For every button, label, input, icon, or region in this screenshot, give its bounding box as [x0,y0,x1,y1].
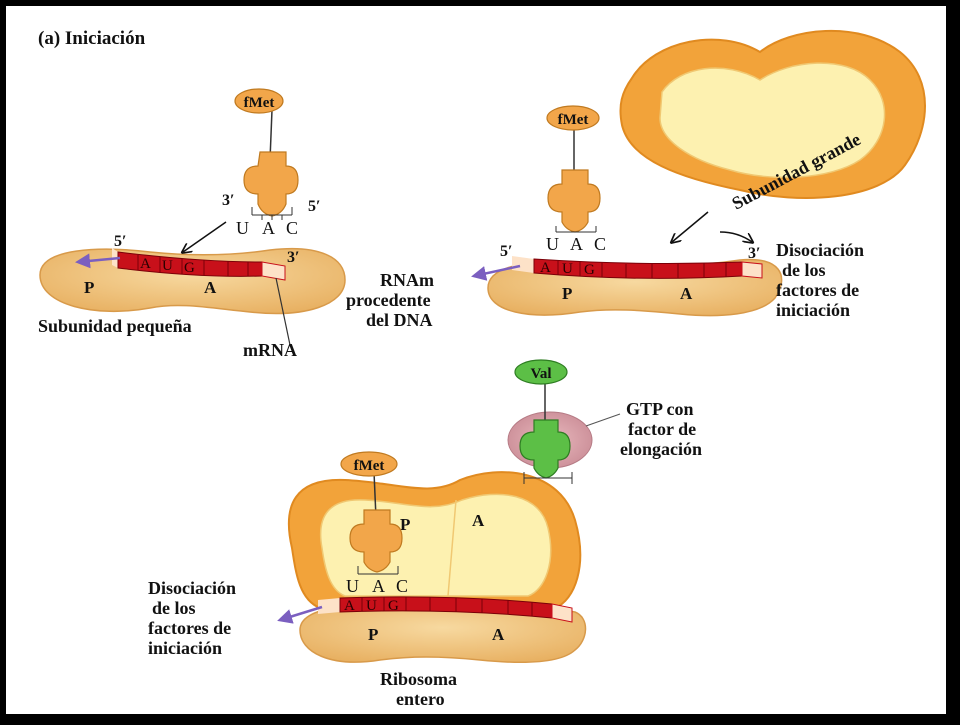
trna-five-prime: 5′ [308,198,321,215]
codon-3-a: A [344,598,355,614]
anticodon-3-u: U [346,576,359,596]
mrna-five-prime: 5′ [114,233,127,250]
anticodon-a: A [262,218,275,238]
site-divider [447,499,457,597]
anticodon-2-u: U [546,234,559,254]
fmet-label: fMet [244,95,275,111]
dissociation-2-line4: iniciación [776,300,850,320]
mrna-label: mRNA [243,340,297,360]
site-a: A [204,278,217,297]
panel-1-small-subunit: A U G 5′ 3′ P A fMet 3′ 5′ U A C Subunid… [38,88,346,360]
rnam-label-line3: del DNA [366,310,433,330]
trna-fmet-1 [234,88,299,220]
site-p: P [84,278,94,297]
site-2-a: A [680,284,693,303]
joining-arrow [672,211,709,242]
codon-a: A [140,256,151,272]
gtp-label-line2: factor de [628,419,696,439]
trna-three-prime: 3′ [222,192,235,209]
fmet-2-label: fMet [558,112,589,128]
mrna-three-prime: 3′ [287,249,300,266]
large-subunit-inner [659,62,886,179]
codon-3-g: G [388,598,399,614]
dissociation-2-line1: Disociación [776,240,864,260]
fmet-3-label: fMet [354,458,385,474]
mrna-2-five-prime: 5′ [500,243,513,260]
gtp-label-line1: GTP con [626,399,694,419]
trna-val [507,359,593,484]
dissociation-3-line1: Disociación [148,578,236,598]
val-label: Val [530,366,551,382]
mrna-2-direction-arrow [471,264,521,281]
trna-fmet-2 [546,105,601,233]
small-subunit-label: Subunidad pequeña [38,316,192,336]
site-3-a-top: A [472,511,485,530]
dissociation-3-line3: factores de [148,618,231,638]
site-2-p: P [562,284,572,303]
mrna-3-direction-arrow [277,605,323,624]
codon-2-a: A [540,260,551,276]
site-3-p-top: P [400,515,410,534]
codon-2-u: U [562,261,573,277]
dissociation-3-line4: iniciación [148,638,222,658]
anticodon-u: U [236,218,249,238]
dissociation-2-line3: factores de [776,280,859,300]
gtp-pointer [585,413,621,427]
figure-title: (a) Iniciación [38,28,146,49]
val-ball [514,359,568,385]
dissociation-2-line2: de los [782,260,826,280]
trna-fmet-3 [340,451,403,575]
mrna-strand-2 [512,256,763,279]
site-3-p-bottom: P [368,625,378,644]
anticodon-3-a: A [372,576,385,596]
rnam-label-line2: procedente [346,290,431,310]
anticodon-3-c: C [396,576,408,596]
mrna-pointer [275,277,291,346]
rnam-label-line1: RNAm [380,270,434,290]
mrna-strand-3 [318,596,573,623]
codon-3-u: U [366,598,377,614]
ribosome-label-line2: entero [396,689,445,709]
site-3-a-bottom: A [492,625,505,644]
anticodon-2-c: C [594,234,606,254]
mrna-2-three-prime: 3′ [748,245,761,262]
codon-2-g: G [584,262,595,278]
codon-g: G [184,260,195,276]
panel-2-large-subunit-joining: Subunidad grande A U G 5′ 3′ P A [346,29,926,330]
codon-u: U [162,258,173,274]
ribosome-label-line1: Ribosoma [380,669,457,689]
dissociation-3-line2: de los [152,598,196,618]
anticodon-2-a: A [570,234,583,254]
dissociation-arrow [719,231,752,242]
mrna-strand-1 [112,248,286,281]
anticodon-c: C [286,218,298,238]
mrna-direction-arrow [75,253,121,269]
binding-arrow [183,221,227,252]
gtp-label-line3: elongación [620,439,702,459]
panel-3-whole-ribosome: A U G P A P A fMet U A C Val [148,359,702,709]
fmet-ball [234,88,284,114]
